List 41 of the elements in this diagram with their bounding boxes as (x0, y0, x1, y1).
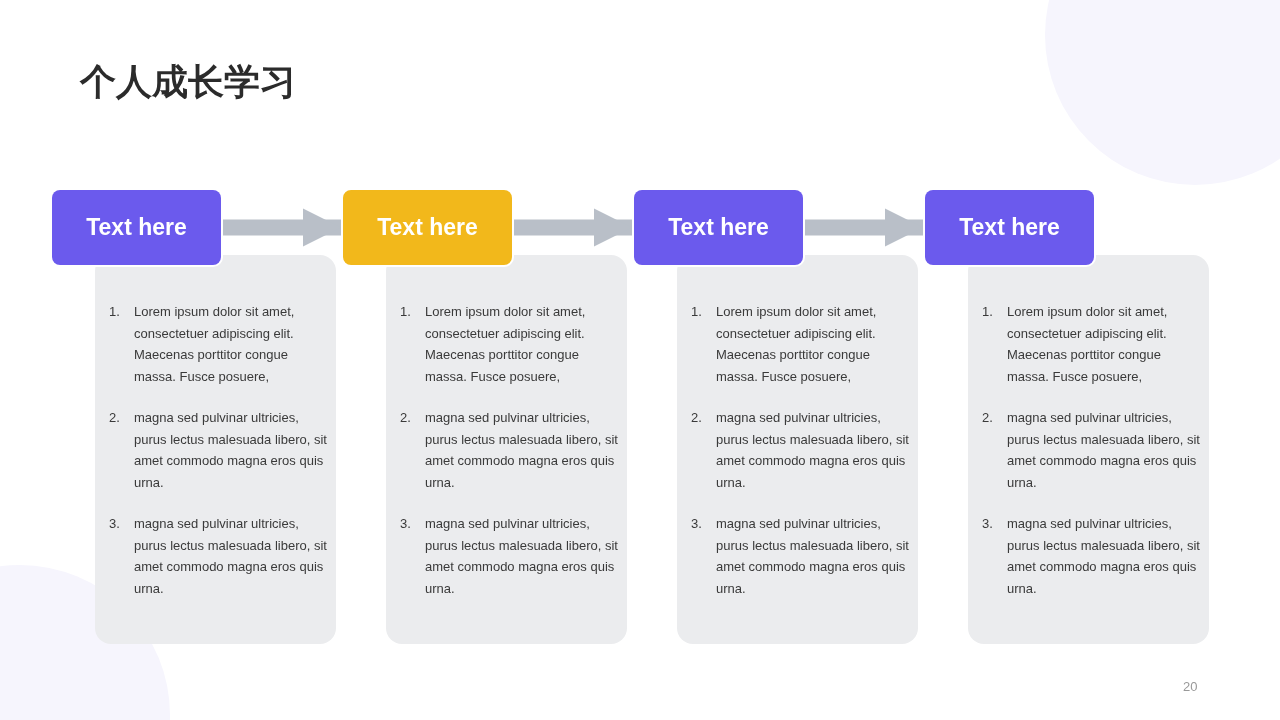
list-item-text: magna sed pulvinar ultricies, purus lectus malesuada libero, sit amet commodo magna eros quis urna. (134, 515, 328, 598)
content-card (677, 255, 918, 644)
list-number: 3. (400, 515, 412, 533)
arrow (514, 208, 632, 247)
list-item-text: Lorem ipsum dolor sit amet, consectetuer adipiscing elit. Maecenas porttitor congue massa. Fusce posuere, (716, 303, 878, 386)
header-title: Text here (959, 214, 1060, 241)
content-card (386, 255, 627, 644)
content-card (95, 255, 336, 644)
list-number: 3. (109, 515, 121, 533)
list-number: 2. (400, 409, 412, 427)
header-box (343, 190, 512, 265)
list-number: 1. (691, 303, 703, 321)
list-number: 3. (982, 515, 994, 533)
arrow (223, 208, 341, 247)
list-item-text: magna sed pulvinar ultricies, purus lectus malesuada libero, sit amet commodo magna eros quis urna. (716, 515, 910, 598)
header-title: Text here (377, 214, 478, 241)
arrow (805, 208, 923, 247)
list-item-text: Lorem ipsum dolor sit amet, consectetuer adipiscing elit. Maecenas porttitor congue massa. Fusce posuere, (425, 303, 587, 386)
list-number: 1. (400, 303, 412, 321)
list-number: 1. (109, 303, 121, 321)
list-item-text: Lorem ipsum dolor sit amet, consectetuer adipiscing elit. Maecenas porttitor congue massa. Fusce posuere, (1007, 303, 1169, 386)
list-number: 2. (982, 409, 994, 427)
list-item-text: magna sed pulvinar ultricies, purus lectus malesuada libero, sit amet commodo magna eros quis urna. (716, 409, 910, 492)
list-item-text: magna sed pulvinar ultricies, purus lectus malesuada libero, sit amet commodo magna eros quis urna. (425, 409, 619, 492)
list-item-text: magna sed pulvinar ultricies, purus lectus malesuada libero, sit amet commodo magna eros quis urna. (134, 409, 328, 492)
slide-title: 个人成长学习 (80, 60, 296, 104)
page-number: 20 (1183, 679, 1198, 694)
content-card (968, 255, 1209, 644)
header-box (634, 190, 803, 265)
list-item-text: magna sed pulvinar ultricies, purus lectus malesuada libero, sit amet commodo magna eros quis urna. (1007, 409, 1201, 492)
header-title: Text here (668, 214, 769, 241)
list-item-text: magna sed pulvinar ultricies, purus lectus malesuada libero, sit amet commodo magna eros quis urna. (1007, 515, 1201, 598)
list-number: 3. (691, 515, 703, 533)
header-box (52, 190, 221, 265)
list-item-text: magna sed pulvinar ultricies, purus lectus malesuada libero, sit amet commodo magna eros quis urna. (425, 515, 619, 598)
list-number: 2. (691, 409, 703, 427)
list-number: 1. (982, 303, 994, 321)
list-item-text: Lorem ipsum dolor sit amet, consectetuer adipiscing elit. Maecenas porttitor congue massa. Fusce posuere, (134, 303, 296, 386)
header-box (925, 190, 1094, 265)
header-title: Text here (86, 214, 187, 241)
list-number: 2. (109, 409, 121, 427)
